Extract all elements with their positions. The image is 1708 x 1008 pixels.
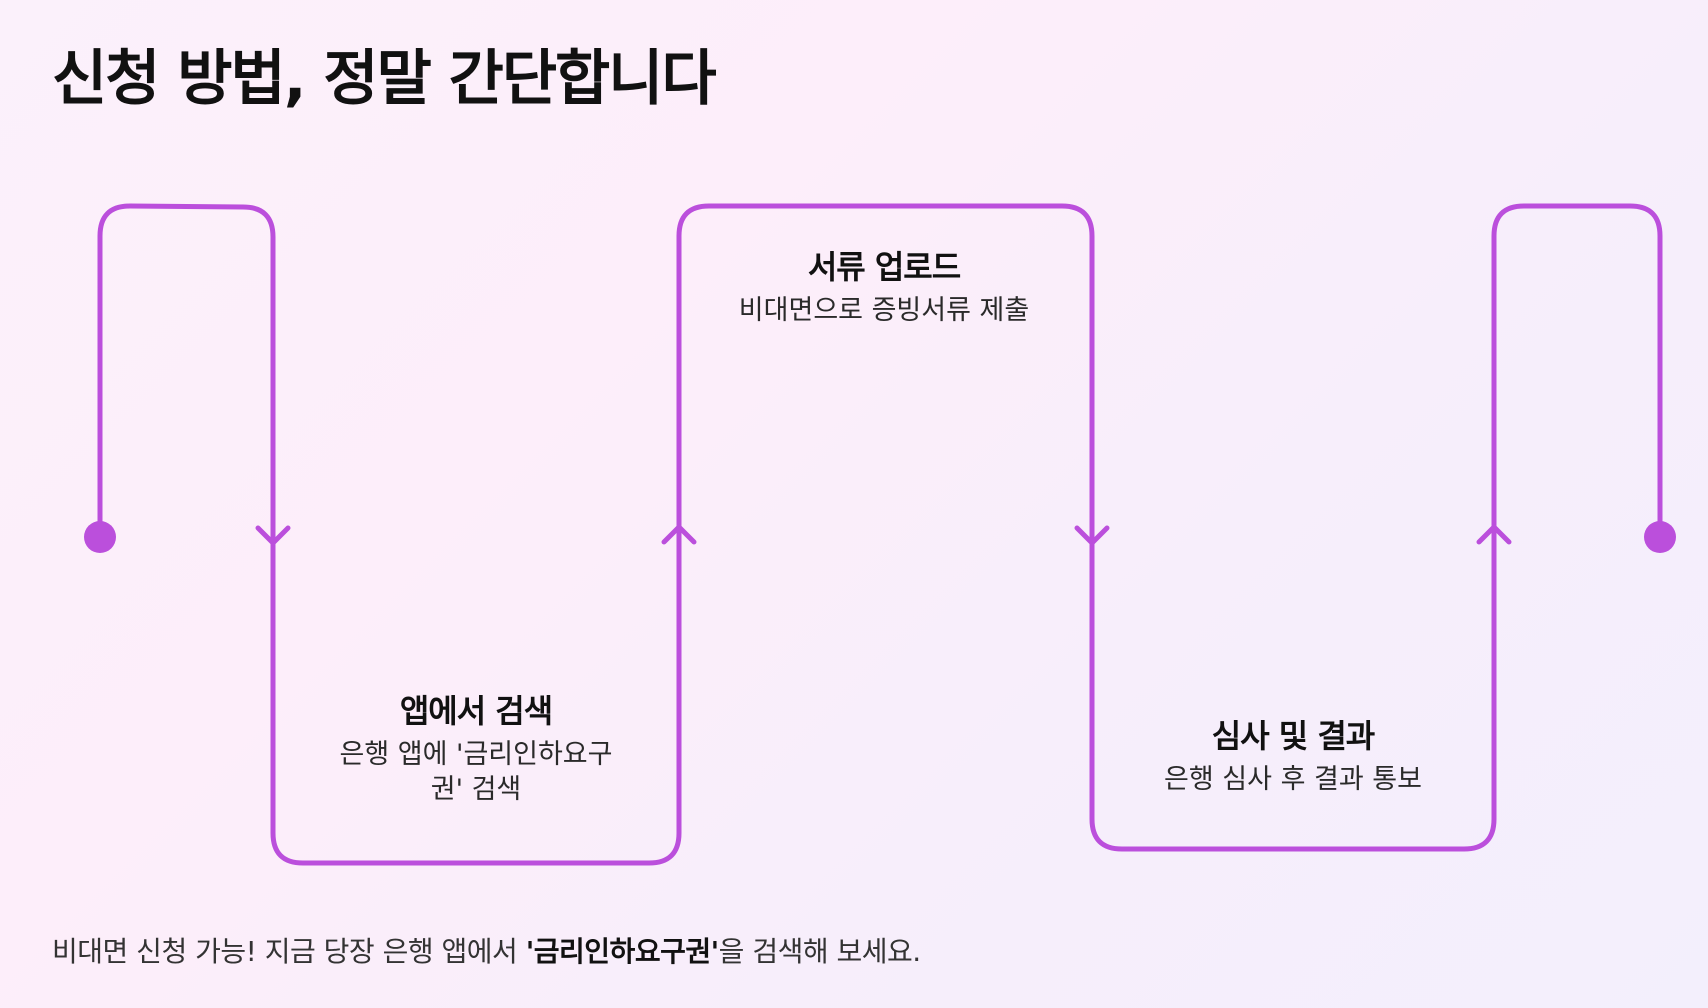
flow-start-dot xyxy=(84,521,116,553)
footer-text: 비대면 신청 가능! 지금 당장 은행 앱에서 xyxy=(52,935,526,968)
arrow-up-icon xyxy=(1476,524,1512,545)
arrow-down-icon xyxy=(1074,525,1110,546)
step-description: 비대면으로 증빙서류 제출 xyxy=(738,295,1030,326)
flow-end-dot xyxy=(1644,521,1676,553)
step-description: 은행 앱에 '금리인하요구권' 검색 xyxy=(339,739,613,805)
step-upload-documents: 서류 업로드 비대면으로 증빙서류 제출 xyxy=(734,245,1034,328)
step-review-and-result: 심사 및 결과 은행 심사 후 결과 통보 xyxy=(1143,714,1443,797)
footer-highlight: '금리인하요구권' xyxy=(525,935,719,968)
step-title: 심사 및 결과 xyxy=(1211,717,1375,755)
arrow-down-icon xyxy=(255,525,291,546)
step-description: 은행 심사 후 결과 통보 xyxy=(1164,764,1422,795)
step-title: 앱에서 검색 xyxy=(399,692,553,730)
step-search-in-app: 앱에서 검색 은행 앱에 '금리인하요구권' 검색 xyxy=(326,689,626,807)
footer-text-end: 을 검색해 보세요. xyxy=(718,935,922,968)
flow-path xyxy=(97,203,1663,866)
step-title: 서류 업로드 xyxy=(807,248,961,286)
footer-note: 비대면 신청 가능! 지금 당장 은행 앱에서 '금리인하요구권'을 검색해 보… xyxy=(52,930,921,970)
arrow-up-icon xyxy=(661,524,697,545)
page-title: 신청 방법, 정말 간단합니다 xyxy=(52,44,717,114)
